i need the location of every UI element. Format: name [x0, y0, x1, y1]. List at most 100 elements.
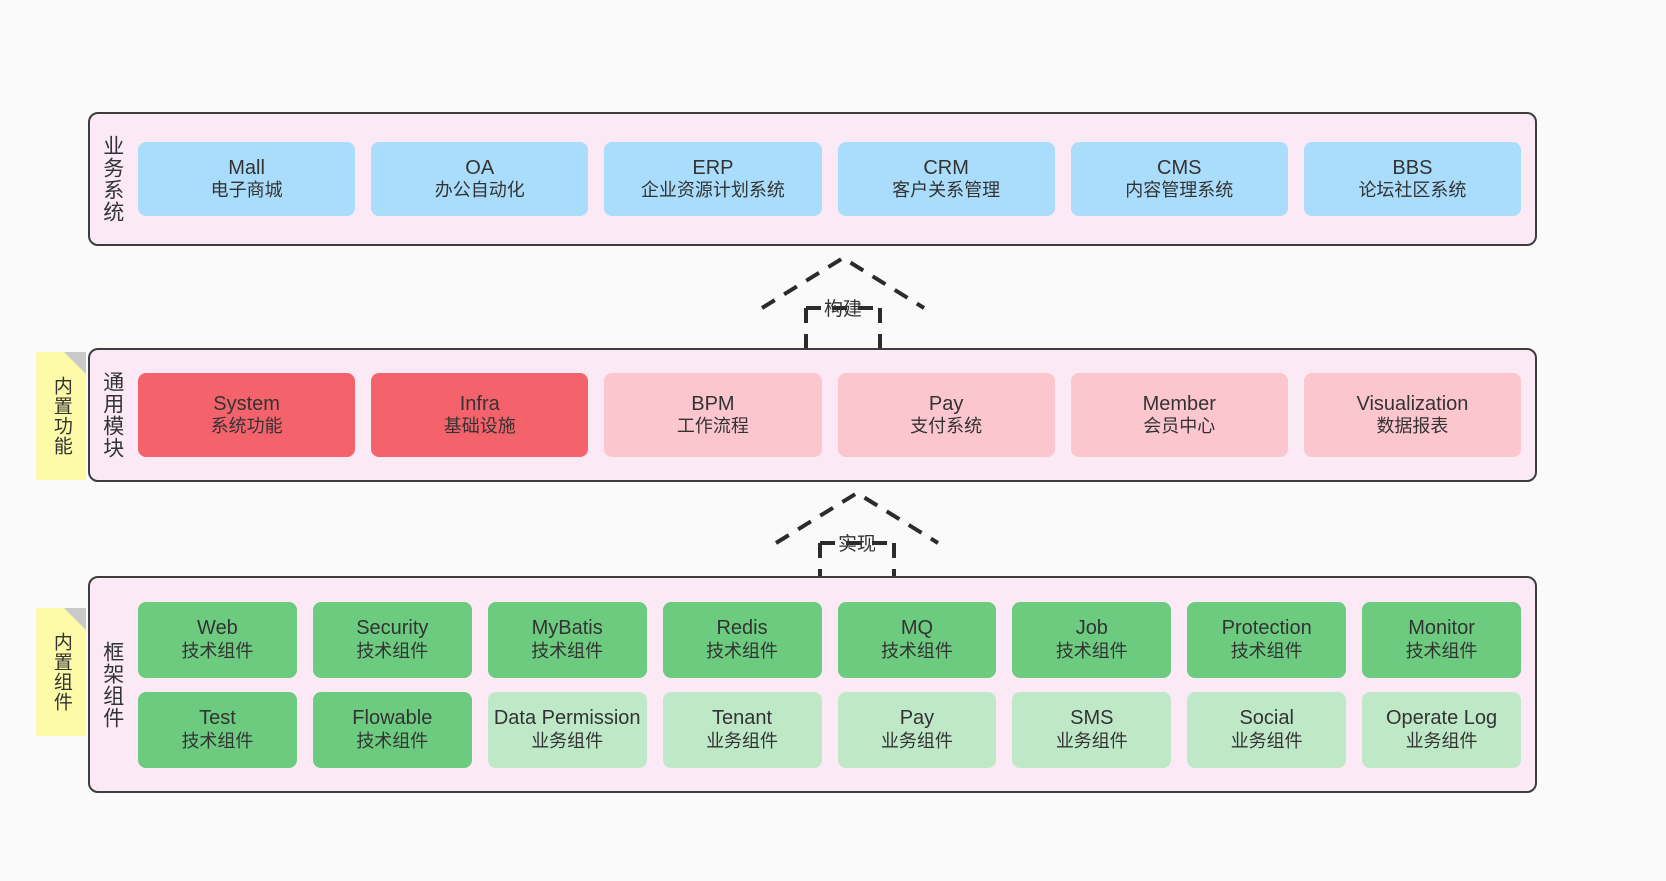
box-subtitle: 系统功能 — [210, 416, 283, 437]
box-title: BPM — [691, 392, 735, 415]
box-subtitle: 工作流程 — [676, 416, 749, 437]
box-subtitle: 办公自动化 — [434, 180, 525, 201]
layer-title-common-modules: 通用模块 — [100, 371, 124, 459]
arrow-build-icon — [760, 255, 926, 355]
box-member[interactable]: Member 会员中心 — [1070, 373, 1288, 457]
box-monitor[interactable]: Monitor 技术组件 — [1362, 601, 1521, 678]
box-erp[interactable]: ERP 企业资源计划系统 — [604, 142, 822, 216]
box-subtitle: 客户关系管理 — [892, 180, 1001, 201]
box-row: Test 技术组件 Flowable 技术组件 Data Permission … — [138, 691, 1521, 768]
box-bbs[interactable]: BBS 论坛社区系统 — [1303, 142, 1522, 216]
box-flowable[interactable]: Flowable 技术组件 — [312, 691, 472, 768]
box-mall[interactable]: Mall 电子商城 — [138, 142, 356, 216]
box-security[interactable]: Security 技术组件 — [312, 601, 472, 678]
box-redis[interactable]: Redis 技术组件 — [662, 601, 822, 678]
box-title: Visualization — [1356, 392, 1469, 415]
box-title: Mall — [228, 156, 265, 179]
box-title: Redis — [716, 617, 768, 640]
box-subtitle: 技术组件 — [880, 640, 953, 661]
layer-business-system: 业务系统 Mall 电子商城 OA 办公自动化 ERP 企业资源计划系统 CRM — [88, 112, 1537, 246]
box-subtitle: 技术组件 — [356, 730, 429, 751]
box-crm[interactable]: CRM 客户关系管理 — [837, 142, 1055, 216]
box-title: MQ — [900, 617, 934, 640]
box-title: Job — [1075, 617, 1108, 640]
box-subtitle: 技术组件 — [1405, 640, 1478, 661]
box-infra[interactable]: Infra 基础设施 — [371, 373, 589, 457]
box-subtitle: 技术组件 — [356, 640, 429, 661]
box-title: Flowable — [352, 707, 433, 730]
box-subtitle: 基础设施 — [443, 416, 516, 437]
box-subtitle: 电子商城 — [210, 180, 283, 201]
box-subtitle: 业务组件 — [880, 730, 953, 751]
box-mybatis[interactable]: MyBatis 技术组件 — [487, 601, 647, 678]
box-subtitle: 技术组件 — [181, 640, 254, 661]
box-cms[interactable]: CMS 内容管理系统 — [1070, 142, 1288, 216]
box-title: Security — [356, 617, 429, 640]
box-social[interactable]: Social 业务组件 — [1187, 691, 1347, 768]
box-subtitle: 技术组件 — [1055, 640, 1128, 661]
box-subtitle: 业务组件 — [1405, 730, 1478, 751]
box-tenant[interactable]: Tenant 业务组件 — [662, 691, 822, 768]
layer-title-framework-components: 框架组件 — [100, 640, 124, 729]
box-subtitle: 业务组件 — [1230, 730, 1303, 751]
layer-framework-components: 框架组件 Web 技术组件 Security 技术组件 MyBatis 技术组件… — [88, 576, 1537, 793]
note-label: 内置功能 — [50, 376, 72, 456]
box-visualization[interactable]: Visualization 数据报表 — [1303, 373, 1522, 457]
box-test[interactable]: Test 技术组件 — [138, 691, 297, 768]
box-title: Web — [197, 617, 238, 640]
note-label: 内置组件 — [50, 632, 72, 712]
box-title: ERP — [692, 156, 734, 179]
box-title: Infra — [459, 392, 500, 415]
box-subtitle: 技术组件 — [181, 730, 254, 751]
box-title: Pay — [899, 707, 935, 730]
note-builtin-function: 内置功能 — [36, 352, 86, 480]
box-title: MyBatis — [531, 617, 603, 640]
box-subtitle: 技术组件 — [1230, 640, 1303, 661]
layer-body-common-modules: System 系统功能 Infra 基础设施 BPM 工作流程 Pay 支付系统… — [134, 350, 1535, 480]
box-subtitle: 数据报表 — [1376, 416, 1449, 437]
layer-common-modules: 通用模块 System 系统功能 Infra 基础设施 BPM 工作流程 Pay — [88, 348, 1537, 482]
box-title: Operate Log — [1385, 707, 1498, 730]
layer-body-framework-components: Web 技术组件 Security 技术组件 MyBatis 技术组件 Redi… — [134, 578, 1535, 791]
box-job[interactable]: Job 技术组件 — [1012, 601, 1172, 678]
box-subtitle: 论坛社区系统 — [1358, 180, 1467, 201]
box-sms[interactable]: SMS 业务组件 — [1012, 691, 1172, 768]
box-title: CRM — [923, 156, 969, 179]
box-title: Member — [1142, 392, 1216, 415]
box-protection[interactable]: Protection 技术组件 — [1187, 601, 1347, 678]
box-title: System — [213, 392, 280, 415]
box-row: System 系统功能 Infra 基础设施 BPM 工作流程 Pay 支付系统… — [138, 373, 1522, 457]
box-pay-component[interactable]: Pay 业务组件 — [837, 691, 997, 768]
box-title: Monitor — [1408, 617, 1475, 640]
box-pay-module[interactable]: Pay 支付系统 — [837, 373, 1055, 457]
layer-title-business-system: 业务系统 — [100, 135, 124, 223]
box-data-permission[interactable]: Data Permission 业务组件 — [487, 691, 647, 768]
box-row: Web 技术组件 Security 技术组件 MyBatis 技术组件 Redi… — [138, 601, 1521, 678]
arrow-implement-icon — [774, 490, 940, 590]
arrow-build: 构建 — [748, 250, 938, 355]
box-title: CMS — [1157, 156, 1202, 179]
box-subtitle: 技术组件 — [531, 640, 604, 661]
box-subtitle: 业务组件 — [531, 730, 604, 751]
box-title: SMS — [1070, 707, 1114, 730]
box-mq[interactable]: MQ 技术组件 — [837, 601, 997, 678]
box-subtitle: 企业资源计划系统 — [640, 180, 785, 201]
box-system[interactable]: System 系统功能 — [138, 373, 356, 457]
box-title: Pay — [928, 392, 964, 415]
box-subtitle: 内容管理系统 — [1125, 180, 1234, 201]
box-subtitle: 业务组件 — [1055, 730, 1128, 751]
box-bpm[interactable]: BPM 工作流程 — [604, 373, 822, 457]
box-title: Data Permission — [493, 707, 641, 730]
box-subtitle: 会员中心 — [1143, 416, 1216, 437]
box-subtitle: 技术组件 — [706, 640, 779, 661]
box-oa[interactable]: OA 办公自动化 — [371, 142, 589, 216]
layer-body-business-system: Mall 电子商城 OA 办公自动化 ERP 企业资源计划系统 CRM 客户关系… — [134, 114, 1535, 244]
box-subtitle: 业务组件 — [706, 730, 779, 751]
box-title: Test — [199, 707, 236, 730]
box-web[interactable]: Web 技术组件 — [138, 601, 297, 678]
box-operate-log[interactable]: Operate Log 业务组件 — [1362, 691, 1521, 768]
arrow-implement: 实现 — [762, 485, 952, 590]
box-title: BBS — [1392, 156, 1433, 179]
box-row: Mall 电子商城 OA 办公自动化 ERP 企业资源计划系统 CRM 客户关系… — [138, 142, 1522, 216]
